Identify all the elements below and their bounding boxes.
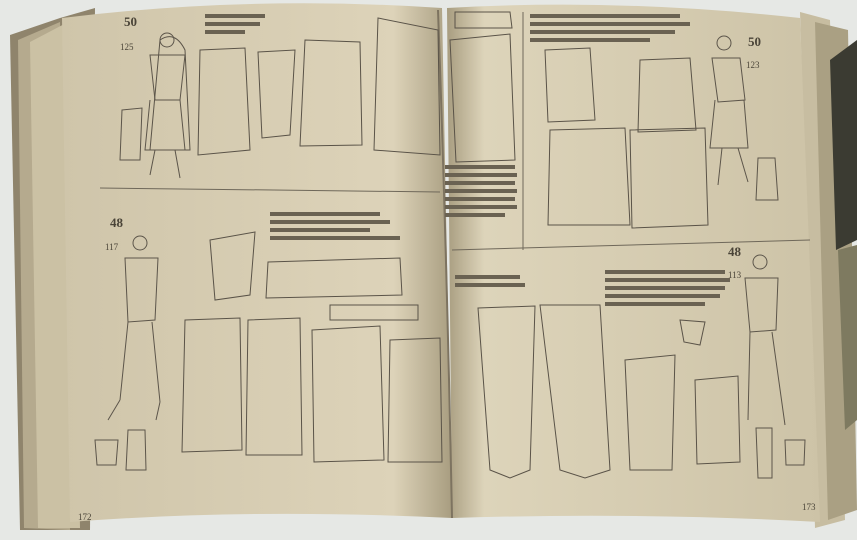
fashion-figures <box>94 32 806 479</box>
japanese-text-blocks <box>205 14 730 306</box>
right-page <box>447 4 820 522</box>
gutter-line <box>437 9 453 519</box>
pattern-drawings <box>149 11 741 479</box>
left-page <box>62 3 452 523</box>
page-dividers <box>99 12 811 251</box>
